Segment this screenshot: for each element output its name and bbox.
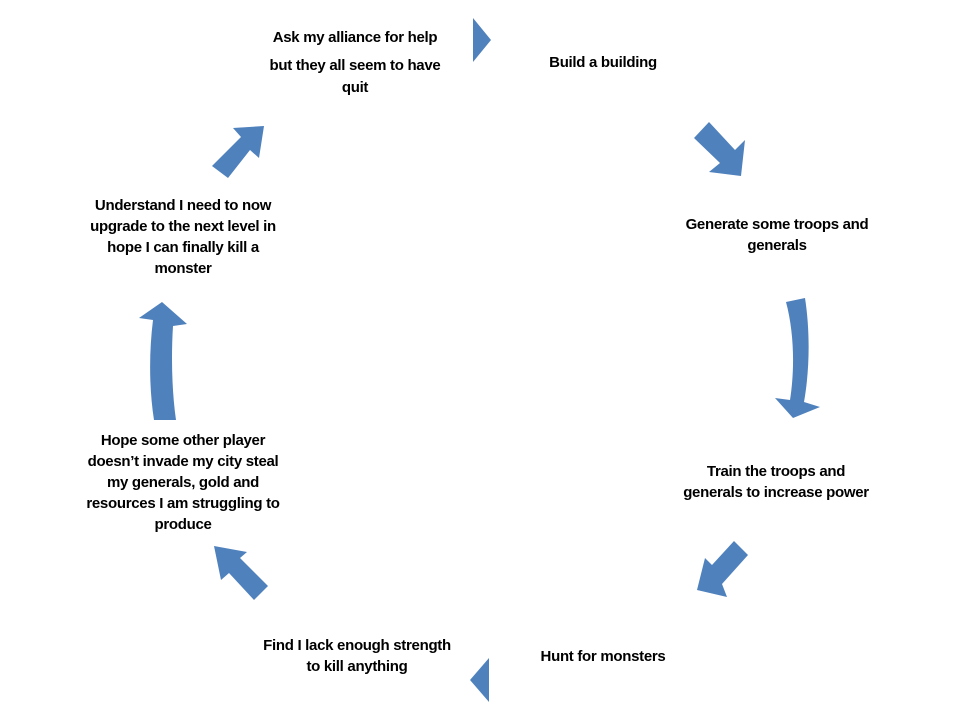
step-line: but they all seem to have <box>269 57 441 74</box>
step-line: produce <box>154 516 212 533</box>
step-generate-troops: Generate some troops and generals <box>652 214 902 256</box>
arrow-curved-up-icon <box>139 302 187 420</box>
step-line: monster <box>154 260 212 277</box>
step-line: Understand I need to now <box>94 197 272 214</box>
arrow-right-icon <box>473 18 491 62</box>
arrow-down-right-icon <box>694 122 745 176</box>
step-upgrade-level: Understand I need to now upgrade to the … <box>58 195 308 279</box>
step-line: Train the troops and <box>706 463 846 480</box>
arrow-curved-down-icon <box>775 298 820 418</box>
step-line: Ask my alliance for help <box>272 29 438 46</box>
step-line: Find I lack enough strength <box>263 637 451 654</box>
step-line: generals to increase power <box>683 484 869 501</box>
arrow-up-right-icon <box>212 126 264 178</box>
arrow-left-icon <box>470 658 489 702</box>
step-line: upgrade to the next level in <box>90 218 276 235</box>
step-train-troops: Train the troops and generals to increas… <box>651 461 901 503</box>
step-line: to kill anything <box>306 658 408 675</box>
step-ask-alliance: Ask my alliance for help <box>230 27 480 48</box>
step-line: Hunt for monsters <box>540 648 666 665</box>
step-invasion-fear: Hope some other player doesn’t invade my… <box>58 430 308 535</box>
step-line: my generals, gold and <box>106 474 260 491</box>
step-line: Generate some troops and <box>685 216 869 233</box>
arrow-down-left-icon <box>697 541 748 597</box>
step-lack-strength: Find I lack enough strength to kill anyt… <box>232 635 482 677</box>
step-line: Hope some other player <box>100 432 266 449</box>
step-line: doesn’t invade my city steal <box>87 453 279 470</box>
step-line: quit <box>341 79 369 96</box>
arrow-up-left-icon <box>214 546 268 600</box>
step-build-building: Build a building <box>503 52 703 73</box>
step-line: resources I am struggling to <box>86 495 280 512</box>
step-line: Build a building <box>549 54 657 71</box>
step-line: hope I can finally kill a <box>107 239 259 256</box>
step-hunt-monsters: Hunt for monsters <box>503 646 703 667</box>
step-alliance-quit: but they all seem to have quit <box>230 55 480 99</box>
step-line: generals <box>747 237 807 254</box>
